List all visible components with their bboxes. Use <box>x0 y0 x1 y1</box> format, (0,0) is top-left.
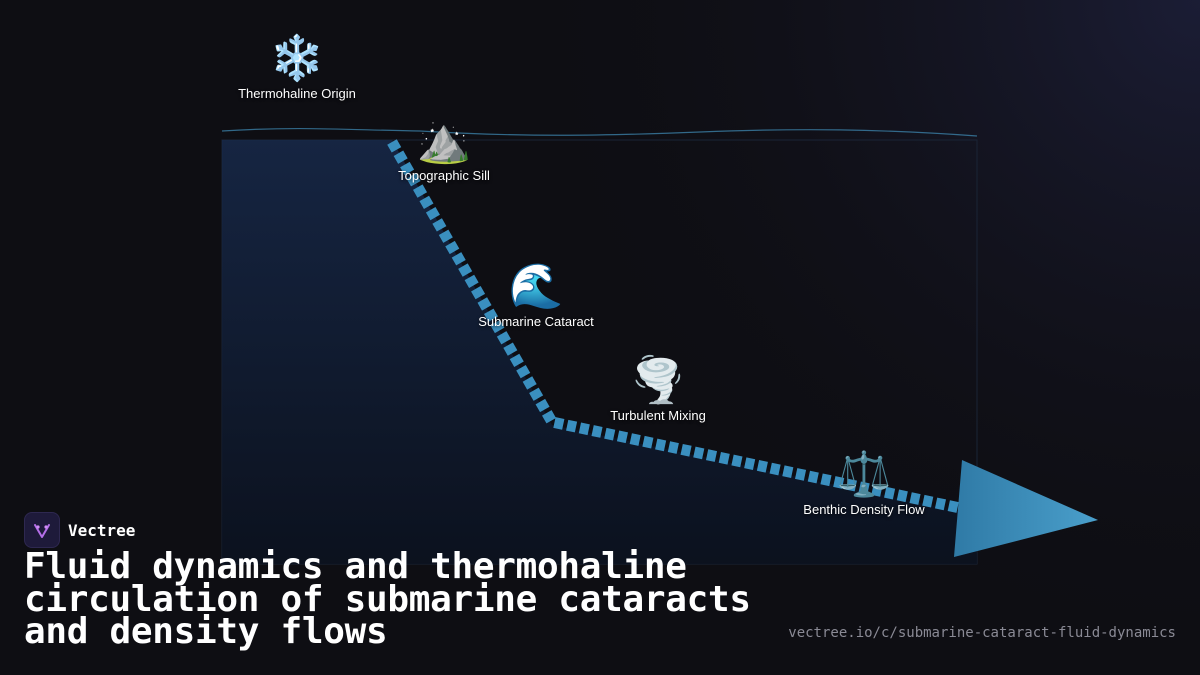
brand: Vectree <box>24 512 135 548</box>
snowflake-icon: ❄️ <box>269 33 325 84</box>
node-turbulent-mixing: 🌪️ Turbulent Mixing <box>610 355 706 424</box>
node-label: Topographic Sill <box>398 168 490 183</box>
balance-scale-icon: ⚖️ <box>836 449 892 500</box>
brand-name: Vectree <box>68 520 136 540</box>
node-label: Benthic Density Flow <box>803 502 925 517</box>
water-surface-line <box>221 127 978 137</box>
vectree-logo-icon <box>24 512 60 548</box>
wave-icon: 🌊 <box>508 261 564 312</box>
tornado-icon: 🌪️ <box>630 355 686 406</box>
node-benthic-density-flow: ⚖️ Benthic Density Flow <box>803 449 925 518</box>
node-label: Turbulent Mixing <box>610 408 706 423</box>
page-title: Fluid dynamics and thermohaline circulat… <box>24 546 751 652</box>
node-label: Submarine Cataract <box>478 314 594 329</box>
water-column <box>222 140 977 564</box>
flow-arrowhead <box>954 460 1098 557</box>
node-label: Thermohaline Origin <box>238 86 356 101</box>
node-topographic-sill: ⛰️ Topographic Sill <box>398 115 490 184</box>
node-submarine-cataract: 🌊 Submarine Cataract <box>478 261 594 330</box>
page-url[interactable]: vectree.io/c/submarine-cataract-fluid-dy… <box>788 625 1176 641</box>
mountain-icon: ⛰️ <box>416 115 472 166</box>
density-flow-path <box>387 139 962 514</box>
node-thermohaline-origin: ❄️ Thermohaline Origin <box>238 33 356 102</box>
